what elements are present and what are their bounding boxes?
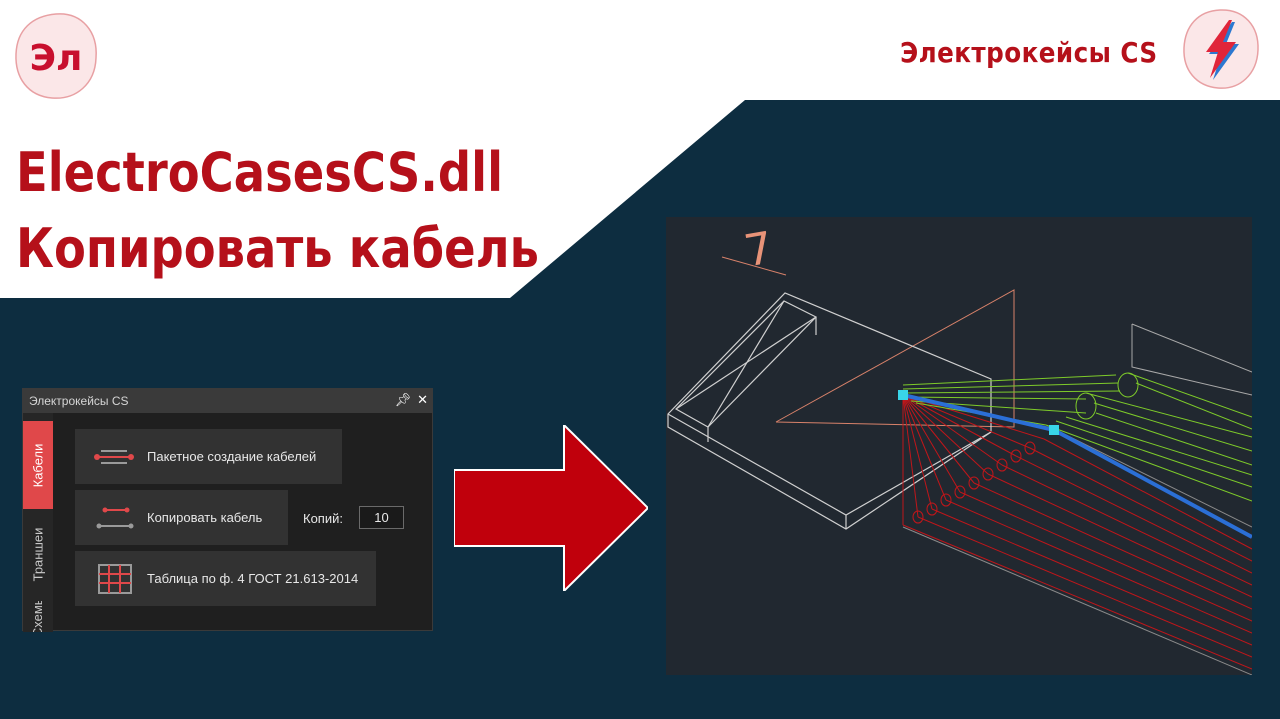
tab-cables[interactable]: Кабели xyxy=(23,421,53,509)
guide-triangle xyxy=(775,289,1015,428)
plugin-panel: Электрокейсы CS 📌︎ ✕ Кабели Траншеи Схем… xyxy=(22,388,433,632)
tab-cables-label: Кабели xyxy=(30,443,46,487)
gost-table-button[interactable]: Таблица по ф. 4 ГОСТ 21.613-2014 xyxy=(75,551,376,606)
copies-label: Копий: xyxy=(303,511,343,526)
pin-icon[interactable]: 📌︎ xyxy=(394,392,412,407)
headline-dll: ElectroCasesCS.dll xyxy=(16,141,503,204)
copy-cable-icon xyxy=(96,507,134,528)
batch-create-cables-button[interactable]: Пакетное создание кабелей xyxy=(75,429,342,484)
copy-cable-label: Копировать кабель xyxy=(147,510,263,525)
vertical-tabs: Кабели Траншеи Схемы xyxy=(23,413,53,632)
el-logo: Эл xyxy=(12,10,100,102)
tab-trenches-label: Траншеи xyxy=(30,527,46,581)
close-icon[interactable]: ✕ xyxy=(417,392,428,407)
right-arrow-icon xyxy=(454,425,648,591)
cable-tray-drawing: 7 xyxy=(667,222,1252,675)
blue-cable xyxy=(898,390,1252,539)
table-icon xyxy=(98,563,132,594)
copy-cable-button[interactable]: Копировать кабель xyxy=(75,490,288,545)
panel-title-bar: Электрокейсы CS 📌︎ ✕ xyxy=(23,389,432,413)
right-wall xyxy=(1131,323,1252,396)
annotation-number: 7 xyxy=(741,222,777,277)
brand-name: Электрокейсы CS xyxy=(900,36,1158,69)
green-cables xyxy=(902,372,1252,502)
copies-input[interactable] xyxy=(359,506,404,529)
leader-line xyxy=(721,256,787,276)
tab-schemes[interactable]: Схемы xyxy=(23,601,53,632)
lightning-logo-icon xyxy=(1180,6,1262,92)
cad-viewport[interactable]: 7 xyxy=(666,217,1252,675)
gost-table-label: Таблица по ф. 4 ГОСТ 21.613-2014 xyxy=(147,571,359,586)
headline-copy-cable: Копировать кабель xyxy=(16,217,539,280)
tray-bottom xyxy=(902,429,1252,675)
tab-trenches[interactable]: Траншеи xyxy=(23,513,53,595)
panel-title: Электрокейсы CS xyxy=(29,394,129,408)
logo-left-text: Эл xyxy=(30,38,83,79)
batch-create-label: Пакетное создание кабелей xyxy=(147,449,317,464)
tab-schemes-label: Схемы xyxy=(30,601,46,632)
cable-bundle-icon xyxy=(94,449,134,464)
